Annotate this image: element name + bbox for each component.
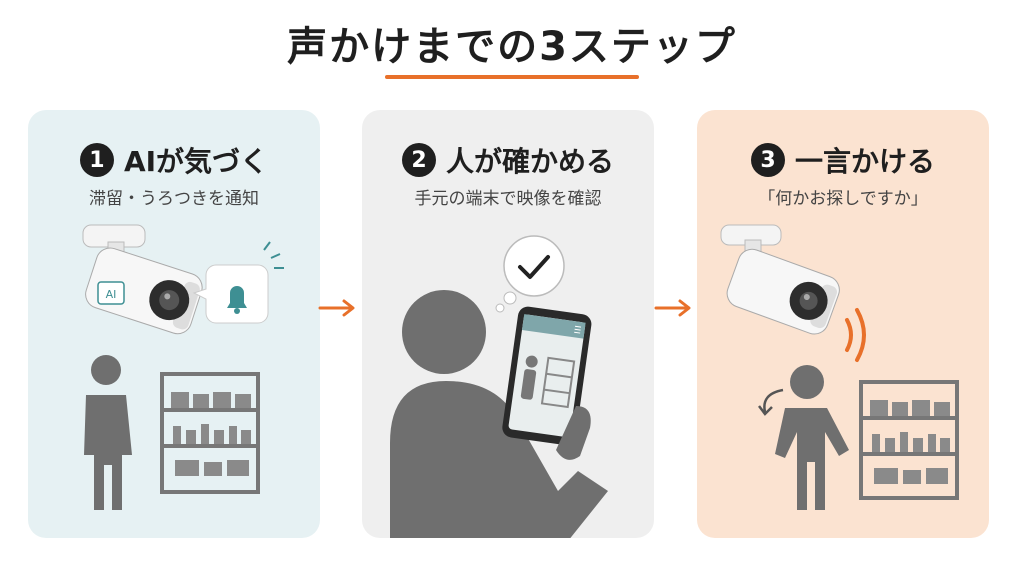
ai-chip-label: AI [106, 288, 117, 301]
step-1-subtitle: 滞留・うろつきを通知 [89, 189, 259, 209]
bell-icon [192, 241, 284, 324]
smartphone-icon [502, 306, 592, 460]
person-icon [390, 290, 608, 538]
step-2-illustration [390, 235, 608, 538]
page-title: 声かけまでの3ステップ [287, 24, 737, 70]
step-card-3: 3 一言かける 「何かお探しですか」 [697, 110, 989, 538]
step-2-title: 人が確かめる [445, 145, 614, 178]
step-3-subtitle: 「何かお探しですか」 [758, 189, 928, 209]
step-3-illustration [720, 224, 959, 510]
step-1-header: 1 AIが気づく [28, 140, 320, 180]
step-card-1: 1 AIが気づく 滞留・うろつきを通知 AI [28, 110, 320, 538]
camera-icon: AI [82, 224, 203, 335]
step-card-2: 2 人が確かめる 手元の端末で映像を確認 [362, 110, 654, 538]
person-icon [775, 365, 849, 510]
shelf-icon [859, 380, 959, 500]
step-2-subtitle: 手元の端末で映像を確認 [414, 189, 602, 209]
step-3-title: 一言かける [794, 145, 935, 178]
step-1-number: 1 [79, 143, 114, 177]
step-2-header: 2 人が確かめる [362, 140, 654, 180]
check-icon [495, 235, 565, 313]
shelf-icon [160, 372, 260, 494]
title-underline [385, 75, 639, 79]
person-icon [84, 355, 132, 510]
sound-waves-icon [845, 308, 866, 362]
step-2-number: 2 [401, 143, 436, 177]
arrow-right-icon [654, 299, 691, 317]
step-1-title: AIが気づく [123, 145, 269, 178]
step-3-number: 3 [750, 143, 785, 177]
arrow-right-icon [318, 299, 355, 317]
step-1-illustration: AI [82, 224, 284, 510]
camera-icon [720, 224, 840, 335]
turn-arrow-icon [758, 388, 784, 416]
step-3-header: 3 一言かける [697, 140, 989, 180]
